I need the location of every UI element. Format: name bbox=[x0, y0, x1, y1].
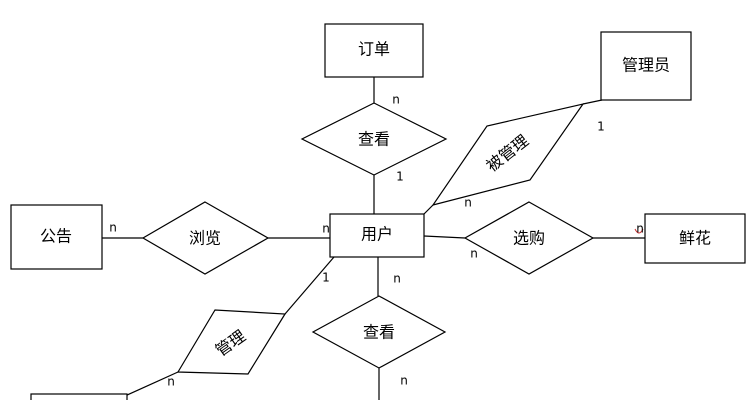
edge-admin-managed bbox=[582, 99, 603, 105]
card-view-bottom-down: n bbox=[400, 374, 408, 388]
edge-user-purchase bbox=[423, 235, 466, 239]
card-user-manage: 1 bbox=[322, 271, 330, 285]
edge-user-manage bbox=[284, 256, 335, 315]
edge-managed-user bbox=[423, 204, 434, 215]
card-user-view-bottom: n bbox=[393, 272, 401, 286]
relationship-view-order[interactable]: 查看 bbox=[300, 102, 448, 176]
entity-order-label: 订单 bbox=[358, 40, 390, 59]
entity-user[interactable]: 用户 bbox=[329, 213, 425, 258]
connectors bbox=[102, 77, 645, 400]
card-view-user-top: 1 bbox=[396, 170, 404, 184]
card-admin-managed: 1 bbox=[597, 120, 605, 134]
card-managed-user: n bbox=[464, 196, 472, 210]
entity-admin-label: 管理员 bbox=[622, 56, 670, 75]
relationship-view-bottom[interactable]: 查看 bbox=[311, 295, 447, 369]
relationship-browse-label: 浏览 bbox=[189, 229, 221, 248]
relationship-view-bottom-label: 查看 bbox=[363, 323, 395, 342]
relationship-manage[interactable]: 管理 bbox=[176, 309, 287, 375]
entity-order[interactable]: 订单 bbox=[324, 23, 424, 78]
entity-admin[interactable]: 管理员 bbox=[600, 31, 692, 101]
cardinalities: n 1 1 n n n n n 1 n n n bbox=[109, 93, 644, 389]
card-notice-browse: n bbox=[109, 221, 117, 235]
card-user-purchase: n bbox=[470, 247, 478, 261]
edge-manage-bottom bbox=[124, 371, 179, 397]
entity-bottom-partial[interactable] bbox=[30, 393, 128, 400]
relationship-managed-by[interactable]: 被管理 bbox=[431, 103, 585, 206]
relationship-purchase-label: 选购 bbox=[513, 229, 545, 248]
relationship-purchase[interactable]: 选购 bbox=[463, 201, 595, 275]
relationship-browse[interactable]: 浏览 bbox=[141, 201, 270, 275]
entity-notice-label: 公告 bbox=[40, 227, 72, 246]
entity-notice[interactable]: 公告 bbox=[10, 204, 103, 270]
card-order-view: n bbox=[392, 93, 400, 107]
card-manage-bottom: n bbox=[167, 375, 175, 389]
entity-flower[interactable]: 鲜花 bbox=[644, 213, 746, 264]
entity-user-label: 用户 bbox=[361, 225, 393, 244]
red-mark-icon bbox=[634, 228, 644, 234]
card-purchase-flower: n bbox=[636, 222, 644, 236]
entity-flower-label: 鲜花 bbox=[679, 229, 711, 248]
card-browse-user: n bbox=[322, 222, 330, 236]
relationship-view-order-label: 查看 bbox=[358, 130, 390, 149]
